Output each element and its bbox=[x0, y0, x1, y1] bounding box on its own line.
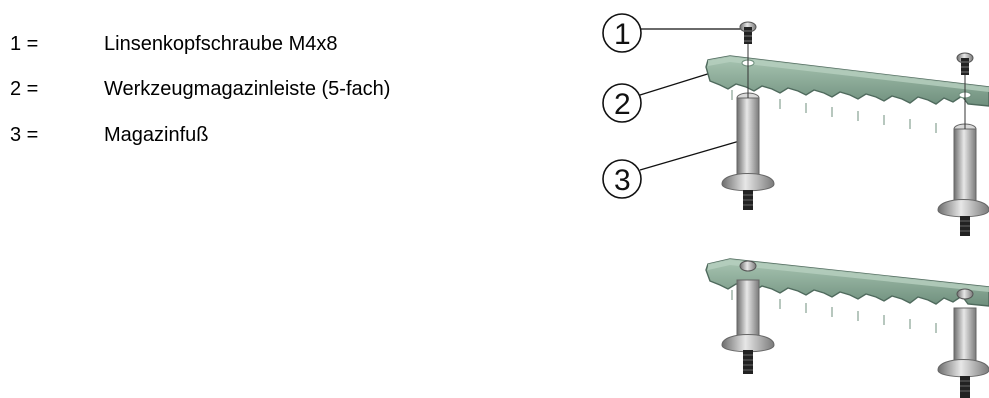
callout-1: 1 bbox=[602, 13, 742, 53]
magazine-foot-left bbox=[721, 92, 775, 210]
screw-left bbox=[739, 21, 757, 44]
callout-1-number: 1 bbox=[614, 18, 631, 51]
legend-number-1: 1 = bbox=[10, 33, 39, 55]
legend-row-2: 2 = Werkzeugmagazinleiste (5-fach) bbox=[0, 77, 560, 113]
legend-label-2: Werkzeugmagazinleiste (5-fach) bbox=[104, 78, 391, 100]
callout-3-number: 3 bbox=[614, 164, 631, 197]
callout-3: 3 bbox=[602, 139, 744, 199]
callout-2-number: 2 bbox=[614, 88, 631, 121]
exploded-view: 1 2 3 bbox=[602, 13, 989, 236]
legend: 1 = Linsenkopfschraube M4x8 2 = Werkzeug… bbox=[0, 0, 560, 180]
legend-label-1: Linsenkopfschraube M4x8 bbox=[104, 33, 338, 55]
legend-number-3: 3 = bbox=[10, 124, 39, 146]
legend-row-1: 1 = Linsenkopfschraube M4x8 bbox=[0, 32, 560, 68]
legend-number-2: 2 = bbox=[10, 78, 39, 100]
tool-magazine-rail bbox=[705, 55, 989, 133]
magazine-foot-right bbox=[937, 123, 989, 236]
assembly-diagram: 1 2 3 bbox=[602, 13, 989, 398]
legend-label-3: Magazinfuß bbox=[104, 124, 209, 146]
legend-row-3: 3 = Magazinfuß bbox=[0, 123, 560, 159]
assembled-foot-right bbox=[937, 307, 989, 398]
screw-right bbox=[956, 52, 974, 75]
callout-2: 2 bbox=[602, 66, 731, 123]
assembled-foot-left bbox=[721, 279, 775, 374]
assembly-figure: 1 2 3 bbox=[570, 0, 989, 398]
assembled-view bbox=[705, 258, 989, 398]
